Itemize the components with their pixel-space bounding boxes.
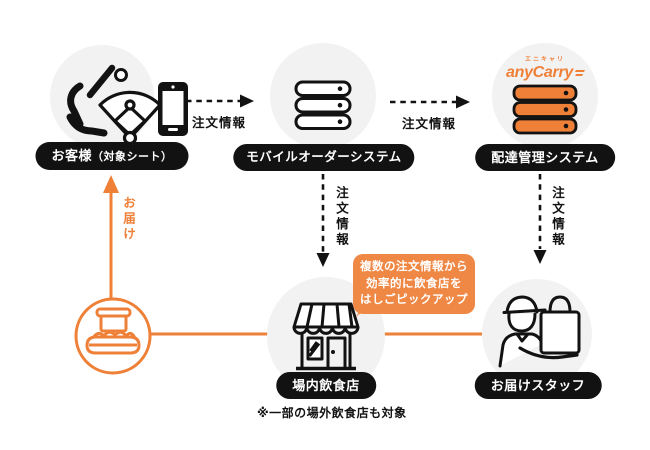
delivery-management-system-label: 配達管理システム	[475, 144, 615, 171]
order-info-arrows	[186, 99, 542, 252]
bubble-line-1: 複数の注文情報から	[360, 261, 468, 273]
delivery-person-icon	[498, 295, 581, 368]
logo-furigana: エニキャリ	[524, 57, 566, 63]
logo-wordmark: anyCarry	[506, 64, 573, 81]
order-info-arrowheads	[240, 94, 547, 267]
customer-label-main: お客様	[51, 148, 93, 163]
anycarry-logo: エニキャリ anyCarry	[506, 57, 586, 81]
bubble-line-3: はしごピックアップ	[360, 294, 468, 306]
order-info-label-1: 注文情報	[191, 116, 247, 130]
venue-restaurant-note: ※一部の場外飲食店も対象	[257, 406, 407, 420]
server-icon	[294, 80, 352, 130]
bento-box-icon	[74, 297, 152, 375]
customer-label: お客様（対象シート）	[35, 142, 189, 170]
smartphone-icon	[158, 82, 188, 136]
delivery-arrowhead	[103, 175, 119, 193]
baseball-bat-icon	[86, 64, 128, 99]
logo-speed-lines-icon	[573, 68, 586, 76]
orange-server-icon	[512, 84, 578, 135]
delivery-staff-label: お届けスタッフ	[474, 372, 602, 399]
order-info-label-2: 注文情報	[401, 117, 457, 131]
storefront-icon	[292, 302, 360, 371]
stadium-seat-icon	[66, 82, 108, 137]
bubble-line-2: 効率的に飲食店を	[366, 277, 462, 290]
order-info-label-4: 注文情報	[550, 186, 564, 248]
mobile-order-system-label: モバイルオーダーシステム	[233, 144, 415, 171]
delivery-label: お届け	[121, 196, 135, 243]
venue-restaurant-label: 場内飲食店	[276, 372, 376, 399]
pickup-speech-bubble: 複数の注文情報から 効率的に飲食店を はしごピックアップ	[353, 254, 475, 314]
order-info-label-3: 注文情報	[334, 186, 348, 248]
customer-label-suffix: （対象シート）	[92, 151, 173, 163]
baseball-field-icon	[98, 90, 162, 146]
